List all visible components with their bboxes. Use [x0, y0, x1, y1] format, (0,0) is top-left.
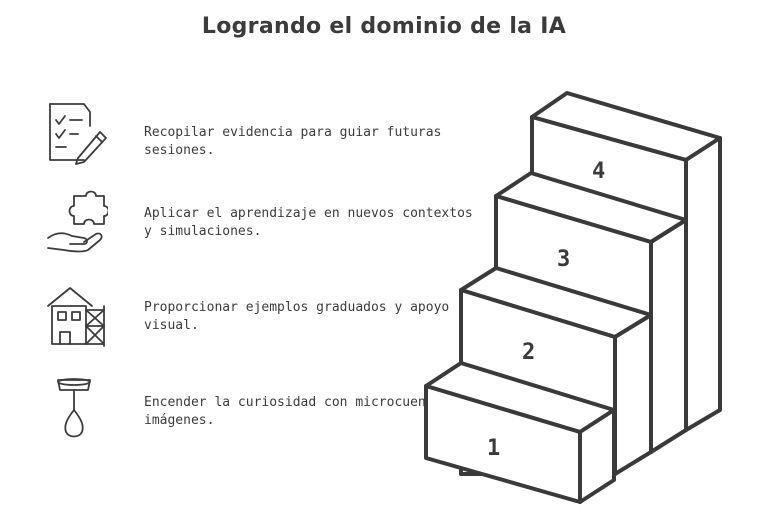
- step-1-number: 1: [487, 436, 500, 461]
- step-4-text: Recopilar evidencia para guiar futuras s…: [144, 125, 442, 158]
- step-2-item: Proporcionar ejemplos graduados y apoyo …: [40, 284, 520, 354]
- step-1-block: 1: [424, 361, 616, 504]
- diagram-title: Logrando el dominio de la IA: [201, 14, 567, 39]
- step-3-number: 3: [557, 247, 570, 272]
- house-scaffold-icon: [47, 287, 105, 347]
- step-3-item: Aplicar el aprendizaje en nuevos context…: [40, 190, 520, 260]
- step-2-text: Proporcionar ejemplos graduados y apoyo …: [144, 300, 450, 333]
- step-4-item: Recopilar evidencia para guiar futuras s…: [40, 100, 520, 170]
- lamp-icon: [57, 378, 91, 438]
- step-1-text: Encender la curiosidad con microcuentos …: [144, 395, 465, 428]
- staircase: 4 3 2 1: [424, 91, 722, 504]
- hand-puzzle-icon: [47, 190, 108, 253]
- step-4-number: 4: [592, 159, 605, 184]
- step-2-number: 2: [522, 340, 535, 365]
- step-3-text: Aplicar el aprendizaje en nuevos context…: [144, 206, 473, 239]
- checklist-pencil-icon: [49, 103, 107, 165]
- step-1-item: Encender la curiosidad con microcuentos …: [40, 376, 520, 446]
